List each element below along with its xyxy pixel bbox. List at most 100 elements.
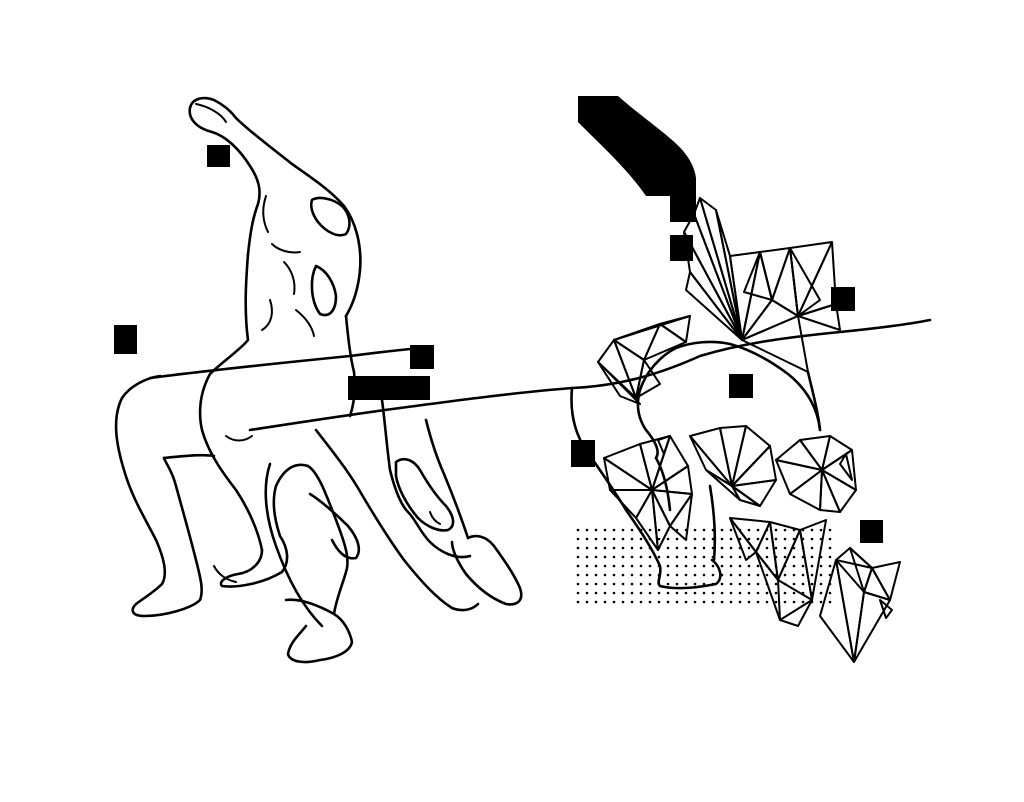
- halftone-dot: [657, 555, 661, 559]
- redaction-block: [670, 235, 693, 261]
- halftone-dot: [585, 546, 589, 550]
- halftone-dot: [612, 564, 616, 568]
- halftone-dot: [828, 528, 832, 532]
- halftone-dot: [702, 573, 706, 577]
- halftone-dot: [738, 537, 742, 541]
- halftone-dot: [819, 600, 823, 604]
- halftone-dot: [765, 555, 769, 559]
- halftone-dot: [693, 564, 697, 568]
- halftone-dot: [666, 564, 670, 568]
- halftone-dot: [720, 555, 724, 559]
- low-poly-figure: [570, 197, 901, 663]
- halftone-dot: [738, 555, 742, 559]
- halftone-dot: [756, 573, 760, 577]
- halftone-dot: [774, 591, 778, 595]
- halftone-dot: [585, 600, 589, 604]
- halftone-dot: [684, 564, 688, 568]
- halftone-dot: [585, 564, 589, 568]
- halftone-dot: [630, 555, 634, 559]
- halftone-dot: [585, 537, 589, 541]
- halftone-dot: [612, 528, 616, 532]
- halftone-dot: [630, 600, 634, 604]
- halftone-dot: [729, 546, 733, 550]
- halftone-dot: [594, 591, 598, 595]
- halftone-dot: [657, 600, 661, 604]
- halftone-dot: [720, 564, 724, 568]
- halftone-dot: [576, 564, 580, 568]
- halftone-dot: [774, 600, 778, 604]
- halftone-dot: [828, 564, 832, 568]
- halftone-dot: [693, 591, 697, 595]
- halftone-dot: [675, 564, 679, 568]
- halftone-dot: [774, 546, 778, 550]
- halftone-dot: [630, 564, 634, 568]
- halftone-dot: [747, 528, 751, 532]
- halftone-dot: [819, 573, 823, 577]
- halftone-dot: [684, 582, 688, 586]
- halftone-dot: [630, 537, 634, 541]
- halftone-dot: [828, 600, 832, 604]
- halftone-dot: [693, 573, 697, 577]
- redaction-block: [578, 96, 696, 222]
- halftone-dot: [810, 573, 814, 577]
- halftone-dot: [612, 600, 616, 604]
- halftone-dot: [729, 582, 733, 586]
- redaction-block: [348, 376, 430, 400]
- halftone-dot: [810, 564, 814, 568]
- halftone-dot: [747, 600, 751, 604]
- halftone-dot: [729, 537, 733, 541]
- halftone-dot: [603, 582, 607, 586]
- halftone-dot: [666, 555, 670, 559]
- halftone-dot: [783, 555, 787, 559]
- redaction-block: [207, 145, 230, 167]
- halftone-dot: [774, 582, 778, 586]
- halftone-dot: [720, 546, 724, 550]
- halftone-dot: [684, 591, 688, 595]
- halftone-dot: [819, 528, 823, 532]
- halftone-dot: [783, 573, 787, 577]
- halftone-dot: [621, 582, 625, 586]
- halftone-dot: [612, 546, 616, 550]
- halftone-dot: [810, 537, 814, 541]
- halftone-dot: [594, 555, 598, 559]
- halftone-dot: [693, 528, 697, 532]
- halftone-dot: [810, 528, 814, 532]
- redaction-block: [860, 520, 883, 543]
- halftone-dot: [576, 573, 580, 577]
- halftone-dot: [792, 600, 796, 604]
- halftone-dot: [702, 555, 706, 559]
- halftone-dot: [720, 582, 724, 586]
- halftone-dot: [612, 582, 616, 586]
- halftone-dot: [594, 573, 598, 577]
- halftone-dot: [630, 528, 634, 532]
- halftone-dot: [675, 573, 679, 577]
- halftone-dot: [747, 573, 751, 577]
- halftone-dot: [792, 591, 796, 595]
- halftone-dot: [756, 582, 760, 586]
- halftone-dot: [576, 582, 580, 586]
- halftone-dot: [792, 564, 796, 568]
- halftone-dot: [810, 582, 814, 586]
- halftone-dot: [747, 564, 751, 568]
- halftone-dot: [756, 564, 760, 568]
- halftone-dot: [756, 600, 760, 604]
- halftone-dot: [819, 564, 823, 568]
- halftone-dot: [774, 528, 778, 532]
- halftone-dot: [585, 591, 589, 595]
- halftone-dot: [639, 537, 643, 541]
- halftone-dot: [657, 537, 661, 541]
- halftone-dot: [585, 555, 589, 559]
- halftone-dot: [729, 528, 733, 532]
- halftone-dot: [621, 546, 625, 550]
- halftone-dot: [594, 564, 598, 568]
- halftone-dot: [648, 528, 652, 532]
- halftone-dot: [765, 591, 769, 595]
- halftone-dot: [747, 546, 751, 550]
- halftone-dot: [801, 582, 805, 586]
- halftone-dot: [648, 555, 652, 559]
- halftone-dot: [783, 591, 787, 595]
- halftone-dot: [828, 546, 832, 550]
- halftone-dot: [702, 600, 706, 604]
- halftone-dot: [666, 591, 670, 595]
